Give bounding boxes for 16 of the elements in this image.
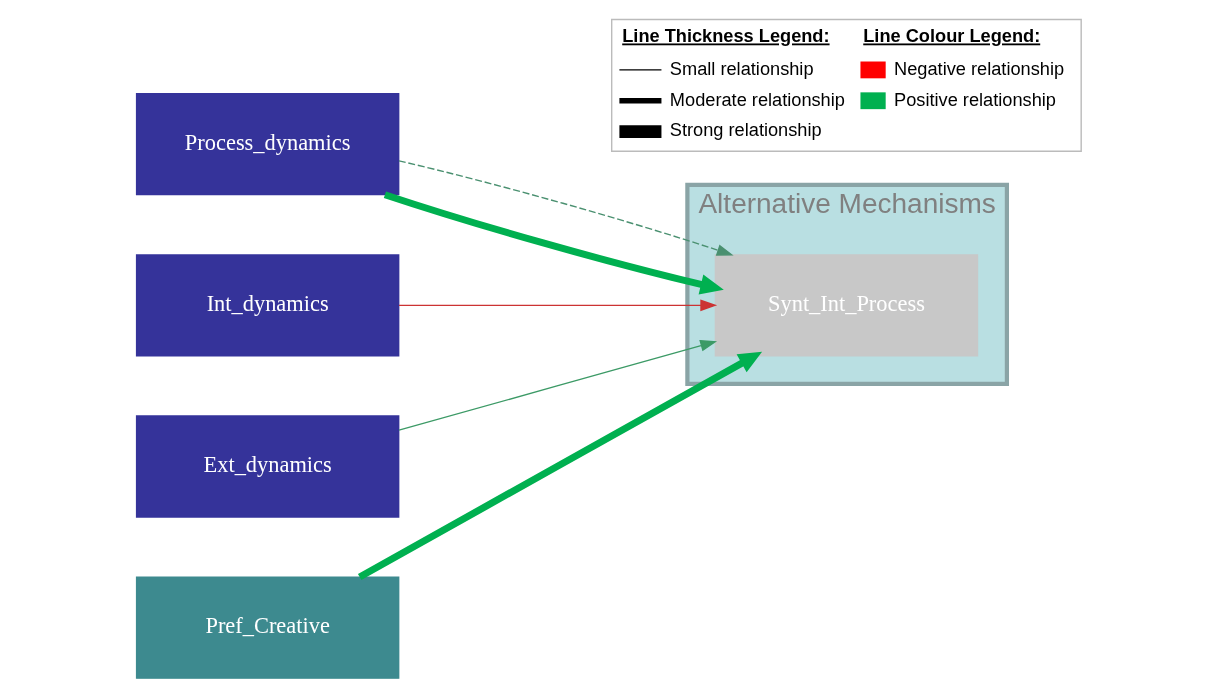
node-box: Process_dynamics — [135, 93, 400, 196]
legend-label: Negative relationship — [894, 58, 1065, 79]
label: Line Colour Legend: — [863, 26, 1041, 47]
legend-label: Strong relationship — [669, 120, 822, 141]
arrow — [398, 160, 734, 256]
legend-label: Small relationship — [669, 58, 814, 79]
arrow — [357, 351, 763, 581]
arrow — [383, 191, 724, 295]
node-box: Pref_Creative — [135, 576, 400, 679]
arrow — [398, 299, 718, 312]
arrow — [398, 340, 718, 431]
node-box: Ext_dynamics — [135, 415, 400, 518]
node-box: Int_dynamics — [135, 254, 400, 357]
legend-label: Positive relationship — [894, 89, 1056, 110]
legend-label: Moderate relationship — [669, 89, 845, 110]
label: Line Thickness Legend: — [622, 26, 830, 47]
